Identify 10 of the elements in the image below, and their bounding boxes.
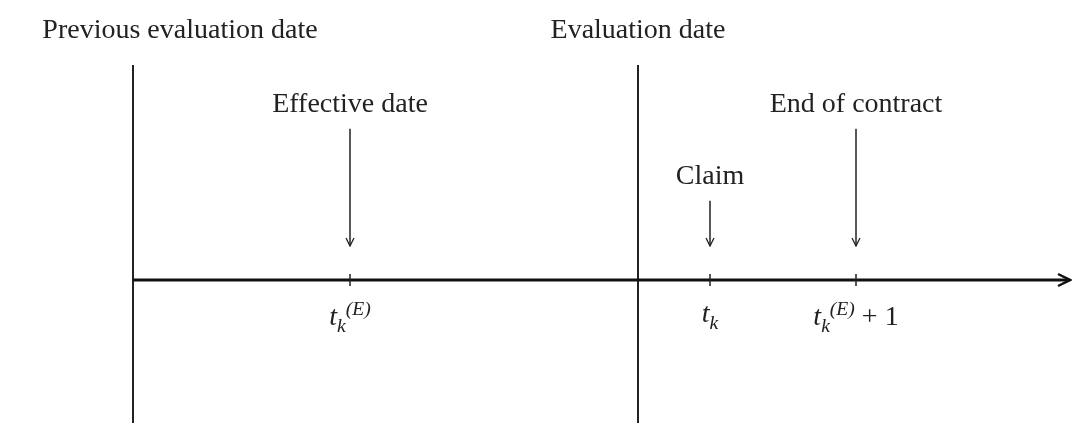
date-heading: Previous evaluation date	[42, 14, 318, 45]
event-label: Claim	[675, 160, 745, 191]
arrow	[851, 128, 861, 247]
date-heading: Evaluation date	[550, 14, 726, 45]
event-label: End of contract	[769, 88, 943, 119]
tick-label: t$_{k}$$^{(E)}$ + 1	[813, 298, 899, 337]
event-label: Effective date	[272, 88, 428, 119]
tick-label: t$_{k}$	[701, 298, 719, 334]
arrow	[345, 128, 355, 247]
arrow	[705, 200, 715, 247]
